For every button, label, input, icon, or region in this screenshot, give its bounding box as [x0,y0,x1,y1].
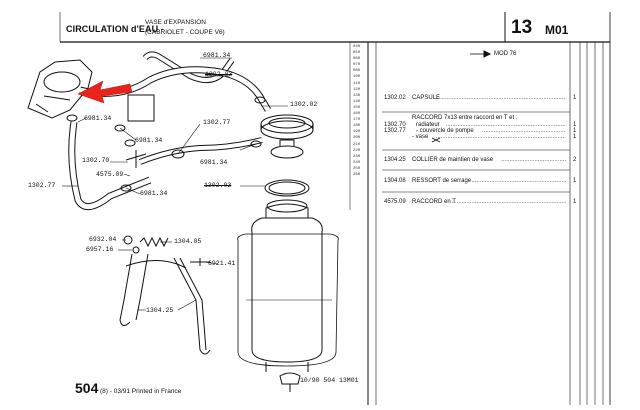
legend-leader-dots: ........................................… [435,95,566,101]
page-title: CIRCULATION d'EAU - [66,24,164,34]
page-number: 13 [511,17,533,38]
legend-ref: 1302.02 [384,95,406,101]
legend-quantity: 1 [573,178,577,184]
page-index-entry: 140 [353,99,361,104]
legend-quantity: 1 [573,128,577,134]
page-index-entry: 220 [353,148,361,153]
page-index-entry: 260 [353,172,361,177]
legend-description: - couvercle de pompe [416,128,474,134]
legend-description: CAPSULE [412,95,441,101]
highlight-arrow-icon [77,80,133,104]
page-index-entry: 160 [353,112,361,117]
legend-quantity: 1 [573,122,577,128]
legend-ref: 1304.25 [384,157,406,163]
page-index-entry: 190 [353,130,361,135]
page-index-entry: 040 [353,45,361,49]
mod-note: MOD 76 [494,51,517,57]
label-4575-09: 4575.09 [96,171,124,178]
legend-ref: 1304.08 [384,178,406,184]
page-index-entry: 250 [353,166,361,171]
legend-leader-dots: ........................................… [501,157,566,163]
legend-leader-dots: ........................................… [435,134,566,140]
legend-quantity: 1 [573,199,577,205]
label-6921-41: 6921.41 [208,260,236,267]
label-1302-02: 1302.02 [290,101,318,108]
legend-description: RESSORT de serrage [412,178,472,184]
section-code: M01 [545,23,569,37]
legend-description: COLLIER de maintien de vase [412,157,494,163]
page-index-entry: 060 [353,57,361,62]
label-6957-16: 6957.16 [86,246,114,253]
label-1302-03-mid: 1302.03 [204,182,232,189]
label-6981-34-d: 6981.34 [140,190,168,197]
label-1302-77-mid: 1302.77 [203,119,231,126]
page-index-entry: 080 [353,69,361,74]
legend-leader-dots: ........................................… [445,122,566,128]
legend-description: RACCORD en T [412,199,456,205]
label-1304-05: 1304.05 [174,238,202,245]
legend-description: RACCORD 7x13 entre raccord en T et : [412,115,518,121]
legend-leader-dots: ........................................… [451,199,566,205]
page-index-entry: 200 [353,136,361,141]
legend-ref: 1302.77 [384,128,406,134]
label-6981-34-c: 6981.34 [200,159,228,166]
page-index-entry: 070 [353,63,361,68]
page-index-entry: 110 [353,81,361,86]
legend-leader-dots: ........................................… [482,128,566,134]
page-subtitle-line2: (CABRIOLET - COUPE V6) [145,29,225,36]
page-subtitle-line1: VASE d'EXPANSION [145,19,206,26]
legend-ref: 1302.70 [384,122,406,128]
label-6981-34-a: 6981.34 [84,115,112,122]
legend-description: radiateur [416,122,440,128]
label-1302-70: 1302.70 [82,157,110,164]
page-index-entry: 050 [353,51,361,56]
page-index-entry: 100 [353,75,361,80]
legend-quantity: 1 [573,134,577,140]
label-6981-34-top: 6981.34 [203,52,231,59]
legend-quantity: 1 [573,95,577,101]
drawing-reference: 10/90 504 13M01 [300,377,359,384]
page-index-entry: 130 [353,93,361,98]
legend-description: - vase [412,134,429,140]
footer-edition: (8) - 03/91 Printed in France [100,388,182,395]
page-index-entry: 240 [353,160,361,165]
label-1302-77-left: 1302.77 [28,182,56,189]
page-index-entry: 120 [353,87,361,92]
label-1302-03-top: 1302.03 [205,71,233,78]
page-index-entry: 150 [353,105,361,110]
label-6981-34-b: 6981.34 [135,137,163,144]
page-index-entry: 170 [353,118,361,123]
page-index-entry: 180 [353,124,361,129]
legend-ref: 4575.09 [384,199,406,205]
legend-quantity: 2 [573,157,577,163]
page-index-entry: 210 [353,142,361,147]
label-6932-04: 6932.04 [89,236,117,243]
label-1304-25: 1304.25 [146,307,174,314]
legend-leader-dots: ........................................… [471,178,566,184]
footer-model: 504 [75,380,99,396]
page-index-entry: 230 [353,154,361,159]
